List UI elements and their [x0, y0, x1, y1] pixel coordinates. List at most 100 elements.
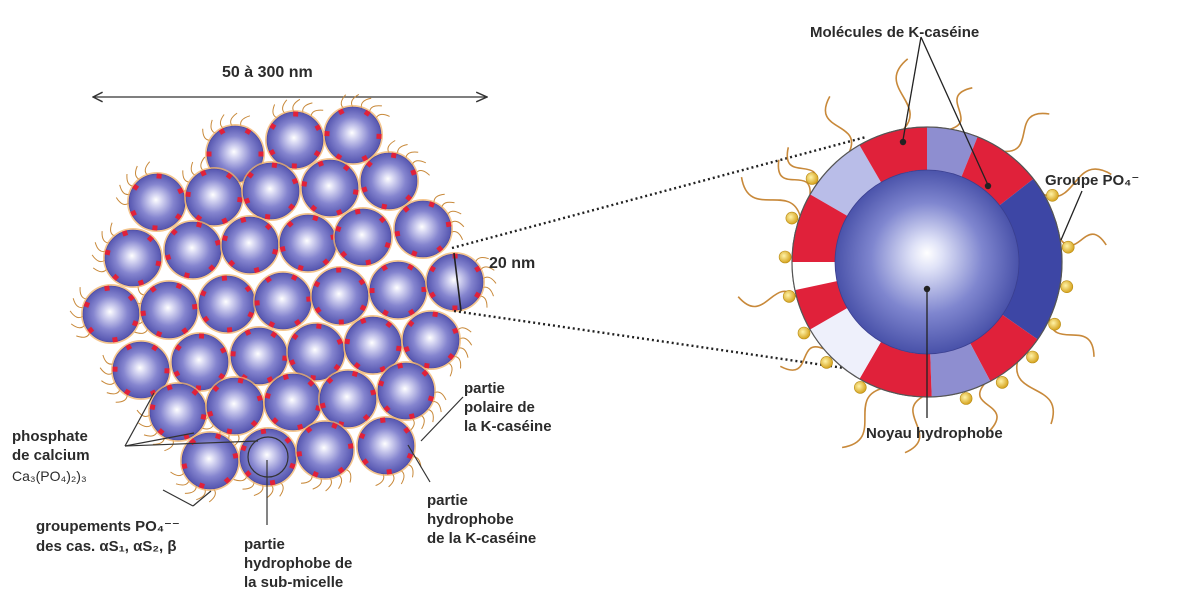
sub-micelle: [401, 310, 461, 370]
po4-group-dot: [806, 173, 818, 185]
po4-group-dot: [821, 356, 833, 368]
k-casein-chain: [778, 160, 810, 195]
sub-micelle: [220, 215, 280, 275]
polaire-k-label-line3: la K-caséine: [464, 418, 552, 436]
phosphate-group-mark: [272, 162, 278, 168]
phosphate-formula: Ca₃(PO₄)₂)₃: [12, 467, 87, 486]
leader-dot-molecules-1: [900, 139, 906, 145]
hydrophobe-sub-label-line3: la sub-micelle: [244, 574, 343, 592]
sub-micelle: [265, 110, 325, 170]
po4-group-dot: [1061, 281, 1073, 293]
leader-groupe-po4: [1061, 191, 1082, 240]
leader-groupements-2: [193, 491, 211, 506]
phosphate-group-mark: [369, 288, 374, 293]
sub-micelle: [310, 266, 370, 326]
hydrophobe-k-label-line2: hydrophobe: [427, 511, 514, 529]
phosphate-group-mark: [452, 306, 457, 311]
sub-micelle: [356, 416, 416, 476]
hydrophobe-k-label-line1: partie: [427, 492, 468, 510]
phosphate-group-mark: [230, 351, 235, 356]
phosphate-label-line1: phosphate: [12, 428, 88, 446]
phosphate-group-mark: [265, 214, 271, 220]
phosphate-group-mark: [207, 152, 212, 157]
phosphate-group-mark: [292, 163, 297, 168]
groupements-label-line1: groupements PO₄⁻⁻: [36, 518, 180, 536]
phosphate-group-mark: [391, 152, 397, 158]
groupements-label-line2: des cas. αS₁, αS₂, β: [36, 538, 177, 556]
k-casein-hair: [211, 120, 216, 133]
k-casein-hair: [111, 223, 116, 237]
sub-micelle: [393, 199, 453, 259]
k-casein-chain: [1017, 362, 1054, 424]
phosphate-group-mark: [226, 428, 232, 434]
phosphate-group-mark: [432, 311, 438, 317]
po4-group-dot: [783, 290, 795, 302]
k-casein-hair: [191, 162, 196, 176]
phosphate-group-mark: [233, 453, 239, 459]
phosphate-group-mark: [355, 209, 361, 215]
leader-dot-noyau: [924, 286, 930, 292]
sub-micelle: [205, 376, 265, 436]
k-casein-hair: [273, 104, 278, 118]
phosphate-group-mark: [105, 250, 111, 256]
k-casein-hair: [280, 482, 284, 496]
phosphate-group-mark: [324, 131, 329, 136]
phosphate-group-mark: [376, 134, 381, 139]
phosphate-group-mark: [182, 463, 188, 469]
k-casein-chain: [1004, 113, 1049, 151]
sub-micelle: [139, 280, 199, 340]
noyau-hydrophobe-label: Noyau hydrophobe: [866, 425, 1003, 443]
k-casein-hair: [448, 363, 452, 377]
sub-micelle: [148, 382, 208, 442]
k-casein-hair: [234, 476, 247, 481]
po4-group-dot: [996, 376, 1008, 388]
po4-group-dot: [1046, 189, 1058, 201]
phosphate-group-mark: [112, 337, 118, 343]
leader-groupements-1: [163, 490, 193, 506]
phosphate-group-mark: [152, 225, 157, 230]
molecules-k-caseine-label: Molécules de K-caséine: [810, 24, 979, 42]
phosphate-group-mark: [150, 404, 156, 410]
phosphate-group-mark: [192, 304, 198, 310]
groupe-po4-label: Groupe PO₄⁻: [1045, 172, 1139, 190]
leader-molecules-1: [903, 37, 921, 140]
phosphate-label-line2: de calcium: [12, 447, 90, 465]
phosphate-group-mark: [227, 327, 232, 332]
phosphate-group-mark: [112, 367, 117, 372]
po4-group-dot: [779, 251, 791, 263]
phosphate-group-mark: [348, 443, 354, 449]
phosphate-group-mark: [296, 451, 302, 457]
sub-micelle: [368, 260, 428, 320]
po4-group-dot: [1062, 241, 1074, 253]
phosphate-group-mark: [301, 181, 307, 187]
k-casein-chain: [742, 177, 801, 216]
sub-micelle: [333, 207, 393, 267]
k-casein-hair: [475, 258, 488, 263]
sub-micelle: [295, 420, 355, 480]
phosphate-group-mark: [446, 221, 452, 227]
sub-micelle: [241, 161, 301, 221]
k-casein-hair: [338, 475, 342, 489]
sub-micelle: [180, 431, 240, 491]
k-casein-chain: [896, 59, 910, 129]
hydrophobe-sub-label-line1: partie: [244, 536, 285, 554]
k-casein-hair: [412, 161, 426, 165]
k-casein-hair: [447, 211, 461, 215]
po4-group-dot: [1049, 318, 1061, 330]
phosphate-group-mark: [353, 189, 359, 195]
phosphate-group-mark: [381, 204, 387, 210]
phosphate-group-mark: [293, 111, 298, 116]
phosphate-group-mark: [259, 152, 264, 157]
sub-micelle: [184, 167, 244, 227]
phosphate-group-mark: [339, 319, 344, 324]
k-casein-hair: [76, 332, 90, 337]
k-casein-hair: [376, 114, 390, 118]
k-casein-hair: [420, 415, 424, 429]
phosphate-group-mark: [155, 261, 161, 267]
sub-micelle: [238, 427, 298, 487]
po4-group-dot: [854, 381, 866, 393]
sub-micelle: [81, 284, 141, 344]
phosphate-group-mark: [316, 323, 321, 328]
phosphate-group-mark: [185, 192, 190, 197]
